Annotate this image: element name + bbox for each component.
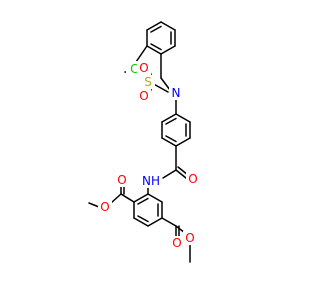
bond [137,215,149,223]
atom-nitrogen-sulfonamide: N [172,86,181,100]
atom-oxygen-ester2-carbonyl: O [172,236,181,250]
atom-sulfur: S [144,75,152,89]
bond [175,137,191,147]
bond [147,193,163,203]
molecule-structure: Cl N S O O NH O O O O O [88,21,200,263]
bond [147,217,163,227]
bond [137,197,149,205]
bond [175,113,191,123]
bond [161,137,177,147]
bonds [88,21,191,263]
bond [88,202,100,208]
atom-oxygen-ester1-ether: O [100,200,109,214]
bond [162,169,177,179]
bond [150,43,162,51]
bond [160,45,176,55]
bond [160,77,171,91]
bond [120,193,135,203]
bond [146,21,162,31]
molecule-drawing: Cl N S O O NH O O O O O [88,21,200,263]
bond [133,217,149,227]
bond [165,135,177,143]
atom-oxygen-sulfonyl-top: O [139,61,148,75]
atom-oxygen-sulfonyl-bottom: O [139,89,148,103]
bond [150,25,162,33]
bond [160,21,176,31]
bond [146,45,162,55]
bond [175,169,187,179]
atom-chlorine: Cl [130,62,142,76]
atom-oxygen-amide: O [188,172,197,186]
atom-labels: Cl N S O O NH O O O O O [98,61,200,250]
atom-amide-nh: NH [142,174,160,188]
bond [110,193,122,204]
bond [133,193,149,203]
bond [161,217,177,227]
bond [135,45,148,63]
bond [161,113,177,123]
atom-oxygen-ester2-ether: O [185,231,194,245]
atom-oxygen-ester1-carbonyl: O [117,173,126,187]
bond [165,117,177,125]
